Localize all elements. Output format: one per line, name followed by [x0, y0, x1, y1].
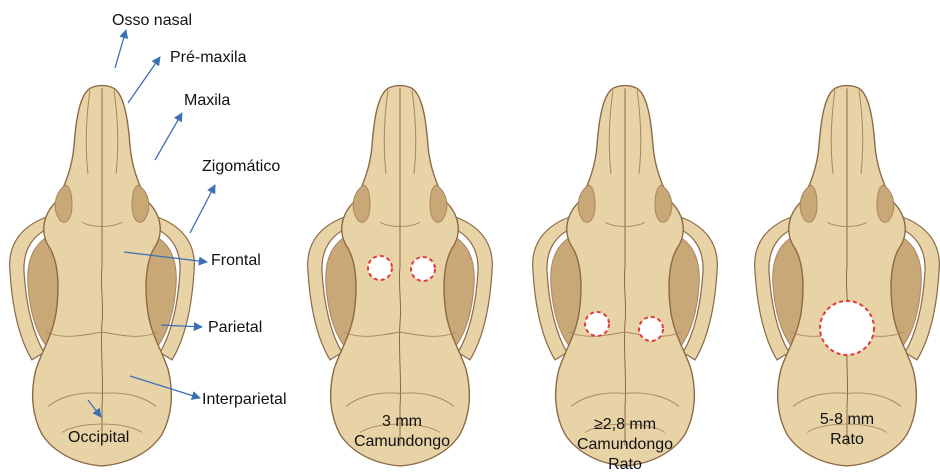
- skull-two-3mm-defects: [308, 86, 493, 466]
- defect-left: [368, 256, 392, 280]
- skull-single-large-defect: [755, 86, 940, 466]
- label-premaxilla: Pré-maxila: [170, 49, 247, 66]
- caption-skull-3-line-2: Camundongo: [577, 436, 673, 453]
- defect-right: [411, 257, 435, 281]
- arrow-premaxilla: [128, 57, 160, 103]
- arrow-nasal: [115, 30, 126, 68]
- caption-skull-4-line-2: Rato: [830, 431, 864, 448]
- label-occipital: Occipital: [68, 429, 129, 446]
- arrow-zygomatic: [190, 185, 215, 233]
- caption-skull-3-line-3: Rato: [608, 456, 642, 473]
- caption-skull-4-line-1: 5-8 mm: [820, 411, 874, 428]
- caption-skull-2-line-2: Camundongo: [354, 433, 450, 450]
- label-parietal: Parietal: [208, 319, 262, 336]
- label-frontal: Frontal: [211, 252, 261, 269]
- defect-right: [639, 317, 663, 341]
- caption-skull-3-line-1: ≥2,8 mm: [594, 416, 656, 433]
- arrow-maxilla: [155, 113, 182, 160]
- defect-left: [585, 312, 609, 336]
- label-zygomatic: Zigomático: [202, 158, 280, 175]
- label-interparietal: Interparietal: [202, 391, 287, 408]
- skull-two-2-8mm-defects: [533, 86, 718, 466]
- defect-large: [820, 301, 874, 355]
- label-maxilla: Maxila: [184, 92, 230, 109]
- caption-skull-2-line-1: 3 mm: [382, 413, 422, 430]
- skull-anatomy: [10, 86, 195, 466]
- label-nasal: Osso nasal: [112, 12, 192, 29]
